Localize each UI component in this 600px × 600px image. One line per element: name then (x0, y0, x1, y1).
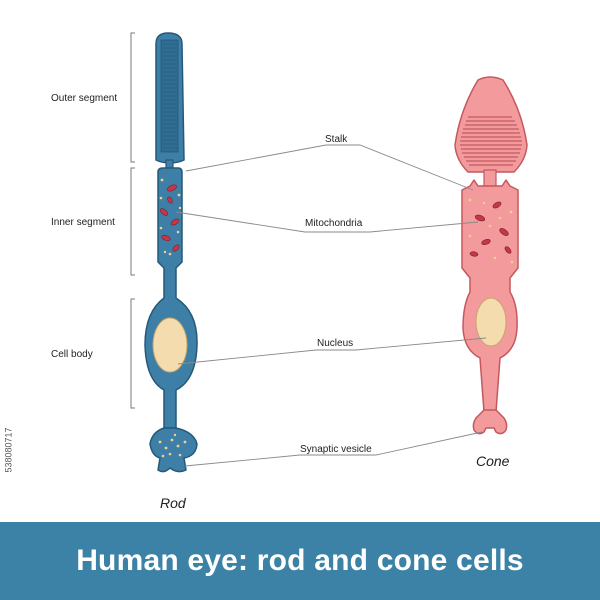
cone-disc-stack (460, 116, 522, 166)
rod-disc-stack (160, 39, 179, 153)
inner-segment-bracket (130, 167, 135, 276)
outer-segment-label: Outer segment (51, 93, 117, 104)
rod-name-label: Rod (160, 495, 187, 511)
cone-stalk (483, 169, 497, 187)
rod-synaptic-vesicles (158, 433, 187, 458)
cone-synaptic-terminal (472, 409, 508, 435)
callout-nucleus: Nucleus (177, 337, 487, 365)
callout-synaptic-vesicle: Synaptic vesicle (184, 431, 483, 467)
callout-mitochondria: Mitochondria (175, 211, 479, 233)
rod-granules (159, 178, 182, 256)
rod-mitochondria (159, 184, 180, 252)
cone-cell (454, 76, 528, 435)
mitochondria-label: Mitochondria (305, 218, 363, 229)
nucleus-label: Nucleus (317, 338, 353, 349)
rod-cell (144, 32, 198, 473)
title-banner: Human eye: rod and cone cells (0, 522, 600, 600)
rod-inner-segment (144, 167, 198, 429)
rod-synaptic-terminal (149, 427, 198, 473)
stock-id-text: 538080717 (4, 427, 14, 473)
synaptic-vesicle-label: Synaptic vesicle (300, 444, 372, 455)
callout-stalk: Stalk (185, 134, 474, 191)
cell-body-bracket (130, 298, 135, 409)
stock-id-vertical: 538080717 (2, 380, 16, 520)
cone-granules (468, 198, 514, 264)
page-title: Human eye: rod and cone cells (76, 544, 524, 577)
inner-segment-label: Inner segment (51, 217, 115, 228)
cone-inner-segment (461, 179, 519, 413)
rod-nucleus (152, 317, 188, 373)
stalk-label: Stalk (325, 134, 348, 145)
outer-segment-bracket (130, 32, 135, 163)
segment-brackets: Outer segment Inner segment Cell body (51, 32, 135, 409)
cone-name-label: Cone (476, 453, 510, 469)
cell-body-label: Cell body (51, 349, 93, 360)
cone-nucleus (475, 297, 507, 347)
cone-mitochondria (469, 201, 512, 257)
